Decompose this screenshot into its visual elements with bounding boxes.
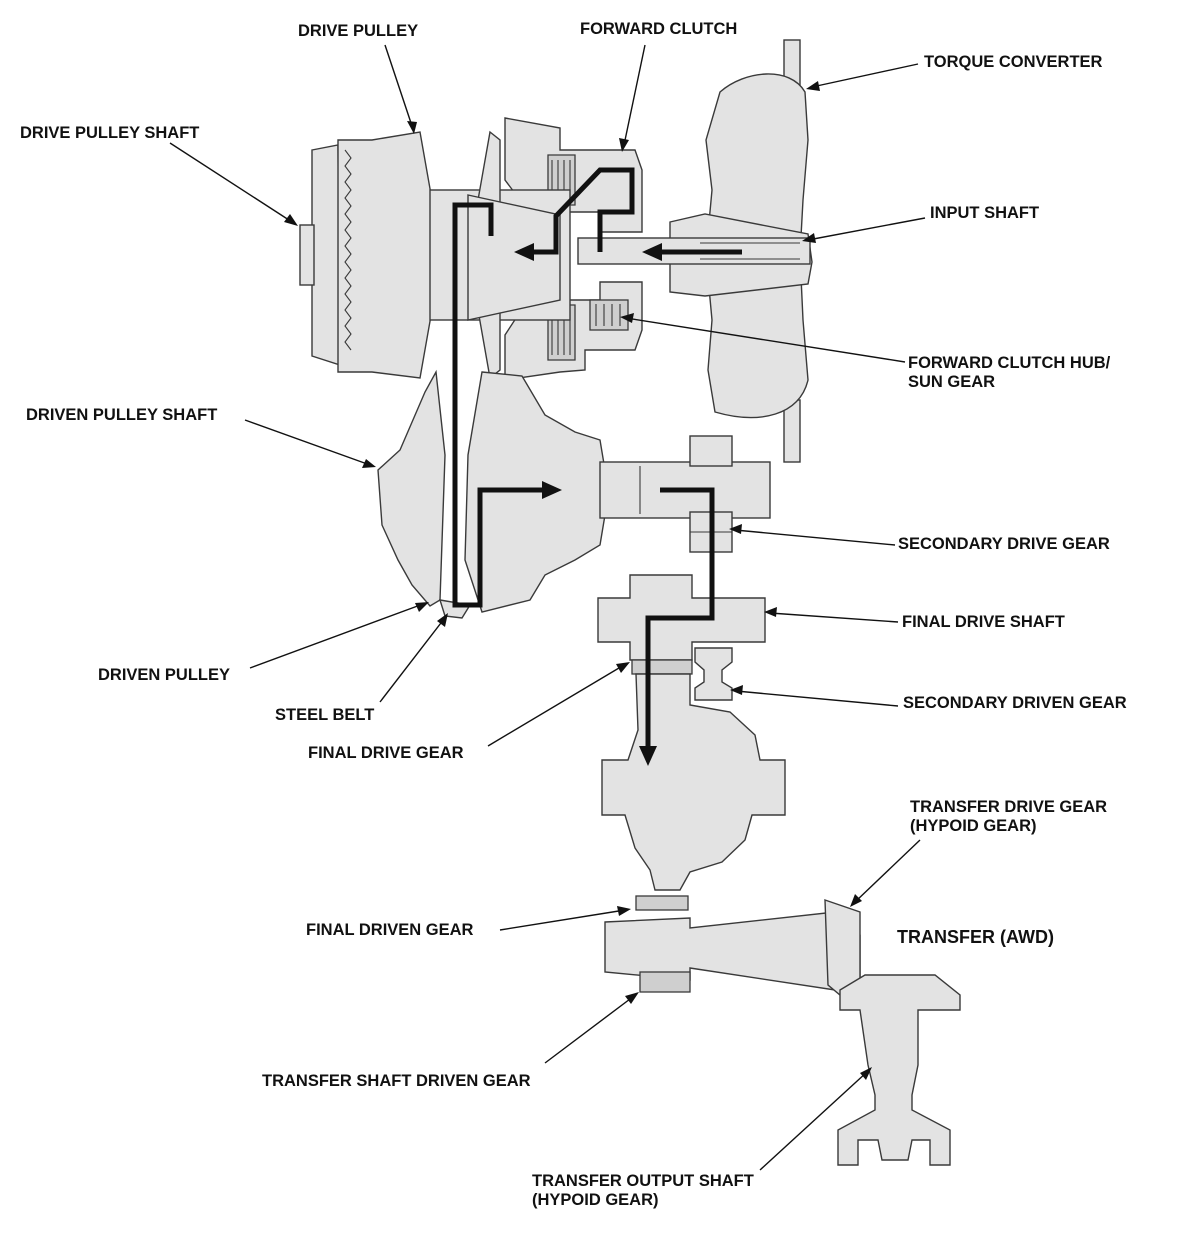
label-forward-clutch-hub-line2: SUN GEAR [908, 373, 995, 391]
forward-clutch-hub-sun-gear [589, 299, 629, 331]
label-forward-clutch-hub-line1: FORWARD CLUTCH HUB/ [908, 354, 1111, 372]
label-driven-pulley: DRIVEN PULLEY [98, 666, 230, 684]
label-transfer-drive-gear-line2: (HYPOID GEAR) [910, 817, 1037, 835]
secondary-driven-gear [694, 647, 733, 701]
label-drive-pulley: DRIVE PULLEY [298, 22, 418, 40]
final-driven-gear [635, 895, 689, 911]
label-transfer-awd: TRANSFER (AWD) [897, 927, 1054, 947]
transfer-output-shaft [837, 974, 961, 1166]
label-driven-pulley-shaft: DRIVEN PULLEY SHAFT [26, 406, 217, 424]
label-transfer-shaft-driven-gear: TRANSFER SHAFT DRIVEN GEAR [262, 1072, 531, 1090]
label-drive-pulley-shaft: DRIVE PULLEY SHAFT [20, 124, 199, 142]
driven-pulley [377, 369, 606, 619]
differential [601, 673, 786, 891]
label-transfer-output-shaft-line2: (HYPOID GEAR) [532, 1191, 659, 1209]
label-final-driven-gear: FINAL DRIVEN GEAR [306, 921, 474, 939]
label-secondary-drive-gear: SECONDARY DRIVE GEAR [898, 535, 1110, 553]
label-final-drive-gear: FINAL DRIVE GEAR [308, 744, 464, 762]
transfer-shaft-driven-gear [604, 911, 861, 993]
label-torque-converter: TORQUE CONVERTER [924, 53, 1103, 71]
label-transfer-drive-gear-line1: TRANSFER DRIVE GEAR [910, 798, 1107, 816]
label-final-drive-shaft: FINAL DRIVE SHAFT [902, 613, 1065, 631]
power-flow-path [452, 167, 742, 766]
label-transfer-output-shaft-line1: TRANSFER OUTPUT SHAFT [532, 1172, 754, 1190]
leader-lines [169, 44, 926, 1171]
label-input-shaft: INPUT SHAFT [930, 204, 1039, 222]
label-steel-belt: STEEL BELT [275, 706, 374, 724]
final-drive-gear [631, 659, 693, 675]
label-secondary-driven-gear: SECONDARY DRIVEN GEAR [903, 694, 1127, 712]
label-forward-clutch: FORWARD CLUTCH [580, 20, 737, 38]
